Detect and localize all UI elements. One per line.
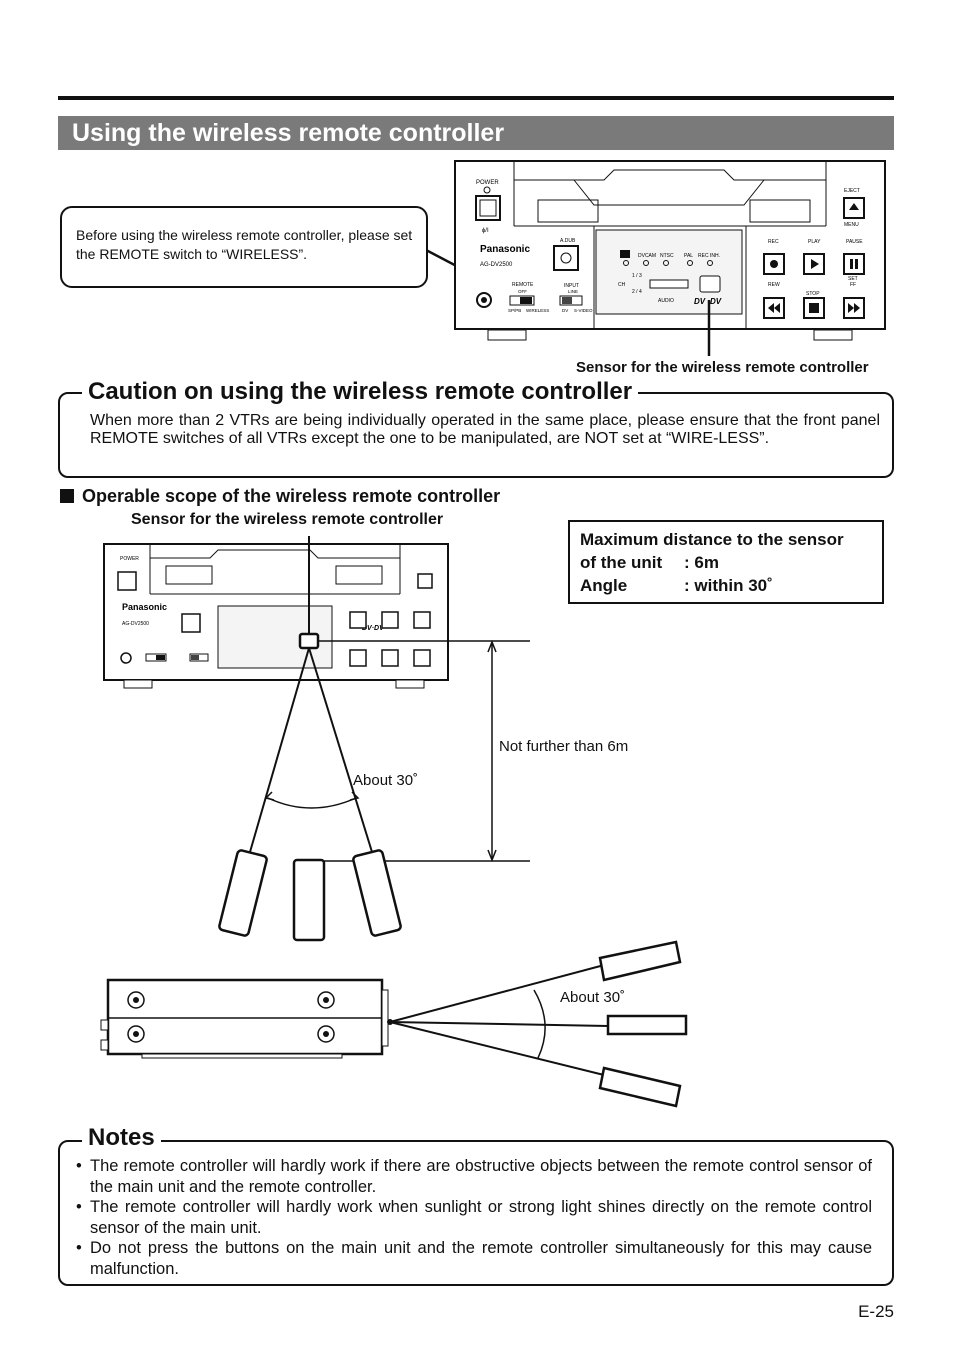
note-item: Do not press the buttons on the main uni… <box>76 1238 872 1279</box>
scope-heading: Operable scope of the wireless remote co… <box>60 486 500 507</box>
spec-key-angle: Angle <box>580 576 628 595</box>
wireless-label: WIRELESS <box>526 308 549 313</box>
page-number: E-25 <box>858 1302 894 1321</box>
angle-label-side: About 30˚ <box>560 989 626 1006</box>
note-item: The remote controller will hardly work w… <box>76 1197 872 1238</box>
off-label: OFF <box>518 289 527 294</box>
note-item: The remote controller will hardly work i… <box>76 1156 872 1197</box>
spec-box: Maximum distance to the sensor of the un… <box>568 520 884 604</box>
menu-label: MENU <box>844 222 859 228</box>
side-view-diagram <box>100 940 688 1108</box>
callout-text: Before using the wireless remote control… <box>76 227 413 262</box>
input-label: INPUT <box>564 283 579 289</box>
remote-switch-callout: Before using the wireless remote control… <box>60 206 428 288</box>
play-label: PLAY <box>808 239 821 245</box>
audio-label: AUDIO <box>658 298 674 304</box>
spec-value-angle: : within 30˚ <box>684 576 773 595</box>
brand-label: Panasonic <box>480 244 530 255</box>
set-label: SET <box>848 276 858 282</box>
adub-label: A.DUB <box>560 238 576 244</box>
ff-label: FF <box>850 282 856 288</box>
pause-label: PAUSE <box>846 239 863 245</box>
sensor-label-top: Sensor for the wireless remote controlle… <box>576 359 869 376</box>
sensor-label-scope: Sensor for the wireless remote controlle… <box>131 511 444 528</box>
indicator-pal: PAL <box>684 253 693 259</box>
vtr-front-panel-top: POWER ɸ/I Panasonic AG-DV2500 A.DUB REMO… <box>454 160 886 341</box>
eject-label: EJECT <box>844 188 860 194</box>
square-bullet-icon <box>60 489 74 503</box>
ch13-label: 1 / 3 <box>632 273 642 279</box>
ch24-label: 2 / 4 <box>632 289 642 295</box>
sppb-label: SP/PB <box>508 308 521 313</box>
standby-label: ɸ/I <box>482 228 489 234</box>
caution-text: When more than 2 VTRs are being individu… <box>90 412 880 447</box>
scope-heading-text: Operable scope of the wireless remote co… <box>82 486 501 506</box>
angle-label-top: About 30˚ <box>353 772 419 789</box>
indicator-recinh: REC INH. <box>698 253 720 259</box>
line-label: LINE <box>568 289 578 294</box>
distance-arrow <box>487 640 497 863</box>
ch-label: CH <box>618 282 626 288</box>
scope-diagram: POWER Panasonic AG-DV2500 DV·DV <box>103 536 530 942</box>
indicator-dvcam: DVCAM <box>638 253 656 259</box>
caution-title: Caution on using the wireless remote con… <box>82 378 639 406</box>
rew-label: REW <box>768 282 780 288</box>
svg-text:Panasonic: Panasonic <box>122 602 167 612</box>
spec-line-1: Maximum distance to the sensor <box>580 530 844 549</box>
sensor-pointer-top <box>707 300 711 356</box>
notes-box <box>58 1140 894 1286</box>
spec-key-unit: of the unit <box>580 553 663 572</box>
rec-label: REC <box>768 239 779 245</box>
svg-text:AG-DV2500: AG-DV2500 <box>122 621 149 627</box>
distance-label: Not further than 6m <box>499 738 629 755</box>
model-label: AG-DV2500 <box>480 262 513 268</box>
power-label: POWER <box>476 180 499 186</box>
spec-value-distance: : 6m <box>684 553 719 572</box>
notes-list: The remote controller will hardly work i… <box>76 1156 872 1279</box>
page-title: Using the wireless remote controller <box>72 119 505 147</box>
svideo-label: S-VIDEO <box>574 308 593 313</box>
section-banner: Using the wireless remote controller <box>58 116 894 150</box>
svg-text:POWER: POWER <box>120 556 139 562</box>
indicator-ntsc: NTSC <box>660 253 674 259</box>
stop-label: STOP <box>806 291 820 297</box>
notes-title: Notes <box>82 1124 161 1152</box>
top-rule <box>58 96 894 100</box>
svg-text:DV·DV: DV·DV <box>362 625 385 632</box>
dv-label: DV <box>562 308 568 313</box>
remote-label: REMOTE <box>512 282 534 288</box>
